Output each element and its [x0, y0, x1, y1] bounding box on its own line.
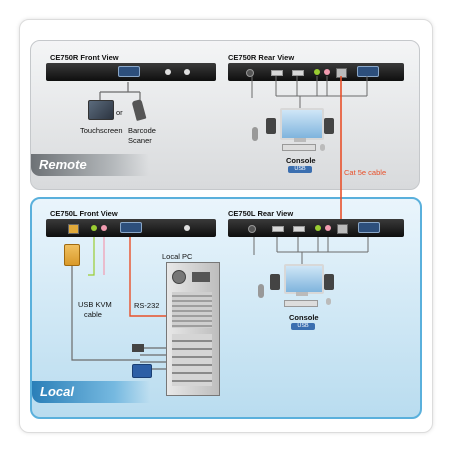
audio-jack-pink-icon [324, 69, 330, 75]
button-icon [184, 69, 190, 75]
ce750l-rear-title: CE750L Rear View [228, 209, 294, 218]
cat5e-cable-label: Cat 5e cable [344, 168, 387, 177]
rs232-port-icon [120, 222, 142, 233]
audio-jack-pink-icon [325, 225, 331, 231]
button-icon [165, 69, 171, 75]
rs232-label: RS-232 [134, 301, 160, 310]
local-monitor-icon [284, 264, 324, 294]
psu-icon [192, 272, 210, 282]
io-panel-icon [172, 292, 212, 328]
usb-port-icon [292, 70, 304, 76]
power-jack-icon [248, 225, 256, 233]
remote-console-label: Console [286, 156, 316, 165]
usb-port-icon [293, 226, 305, 232]
audio-jack-green-icon [91, 225, 97, 231]
vga-port-icon [118, 66, 140, 77]
fan-icon [172, 270, 186, 284]
audio-jack-pink-icon [101, 225, 107, 231]
usb-kvm-label: USB KVM [78, 300, 112, 309]
kvm-connector-icon [64, 244, 80, 266]
mouse-icon [320, 144, 325, 151]
microphone-icon [258, 284, 264, 298]
monitor-stand-icon [296, 292, 308, 296]
barcode-label: Barcode [128, 126, 156, 135]
touchscreen-label: Touchscreen [80, 126, 123, 135]
local-usb-badge: USB [291, 323, 315, 330]
speaker-icon [266, 118, 276, 134]
audio-jack-green-icon [314, 69, 320, 75]
remote-monitor-icon [280, 108, 324, 140]
keyboard-icon [282, 144, 316, 151]
keyboard-icon [284, 300, 318, 307]
vga-port-icon [357, 66, 379, 77]
remote-label: Remote [31, 154, 149, 176]
microphone-icon [252, 127, 258, 141]
ce750r-front-title: CE750R Front View [50, 53, 119, 62]
vga-port-icon [358, 222, 380, 233]
usb-kvm-cable-label: cable [84, 310, 102, 319]
usb-plug-icon [132, 344, 144, 352]
mouse-icon [326, 298, 331, 305]
scanner-label: Scaner [128, 136, 152, 145]
remote-usb-badge: USB [288, 166, 312, 173]
button-icon [184, 225, 190, 231]
speaker-icon [270, 274, 280, 290]
ce750r-rear-title: CE750R Rear View [228, 53, 295, 62]
ce750l-front-title: CE750L Front View [50, 209, 118, 218]
power-jack-icon [246, 69, 254, 77]
usb-kvm-port-icon [68, 224, 79, 234]
rj45-port-icon [337, 224, 348, 234]
usb-port-icon [271, 70, 283, 76]
speaker-icon [324, 274, 334, 290]
or-label: or [116, 108, 123, 117]
vga-plug-icon [132, 364, 152, 378]
monitor-stand-icon [294, 138, 306, 142]
local-console-label: Console [289, 313, 319, 322]
local-pc-label: Local PC [162, 252, 193, 261]
usb-port-icon [272, 226, 284, 232]
touchscreen-icon [88, 100, 114, 120]
local-label: Local [32, 381, 150, 403]
audio-jack-green-icon [315, 225, 321, 231]
speaker-icon [324, 118, 334, 134]
expansion-slots-icon [172, 334, 212, 386]
